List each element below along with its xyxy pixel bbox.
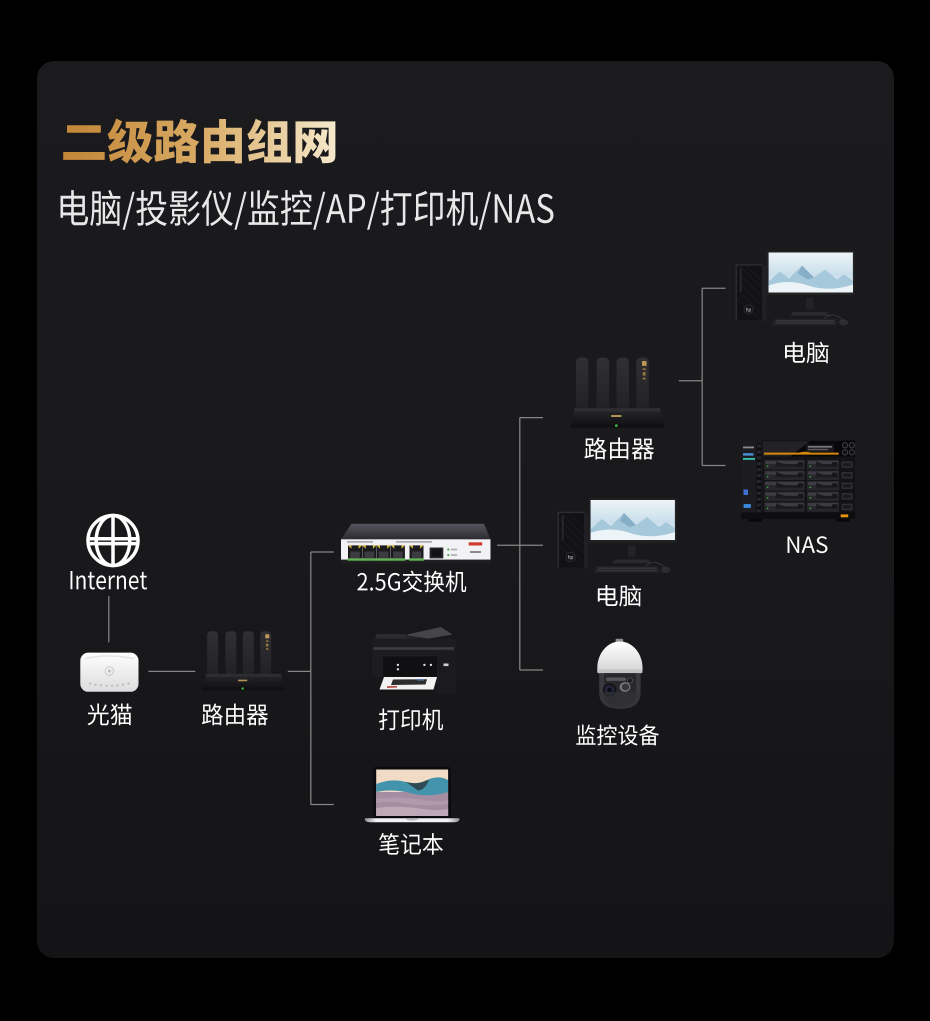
svg-text:hp: hp <box>568 555 574 561</box>
svg-text:hp: hp <box>746 308 752 314</box>
